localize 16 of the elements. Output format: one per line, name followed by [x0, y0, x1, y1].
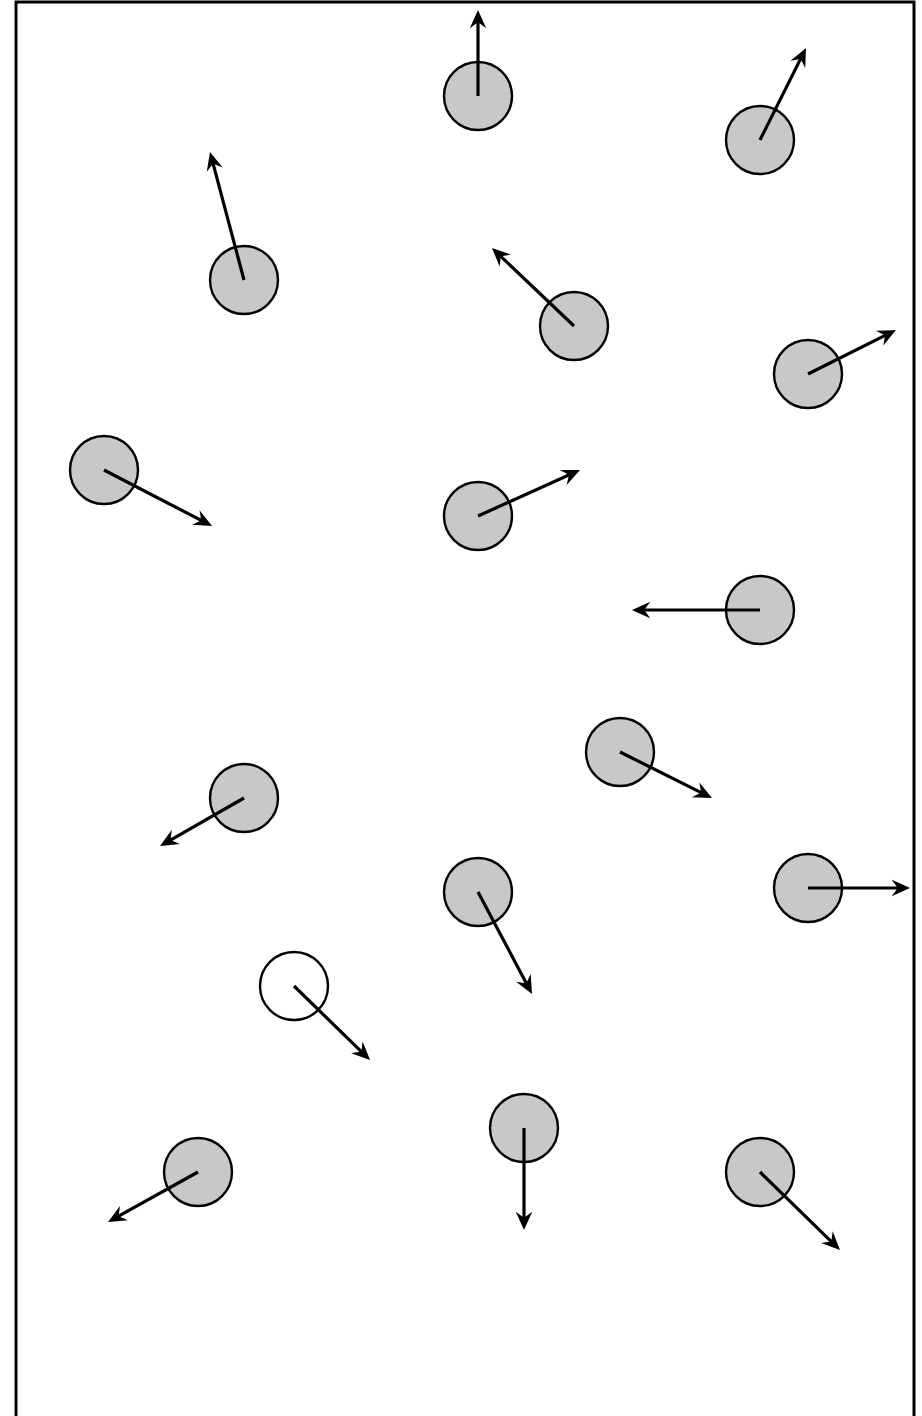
particle-circle [772, 338, 844, 410]
particle-circle [584, 716, 656, 788]
particle-circle [162, 1136, 234, 1208]
particle-circle [442, 856, 514, 928]
particle-circle [724, 104, 796, 176]
particle-circle [724, 1136, 796, 1208]
particle-circle [442, 60, 514, 132]
particle-circle [208, 762, 280, 834]
particle-circle [538, 290, 610, 362]
particle-circle [724, 574, 796, 646]
particle-circle [442, 480, 514, 552]
particle-circle [772, 852, 844, 924]
particle-circle [488, 1092, 560, 1164]
particle-circle [68, 434, 140, 506]
particle-circle [258, 950, 330, 1022]
particle-circle [208, 244, 280, 316]
